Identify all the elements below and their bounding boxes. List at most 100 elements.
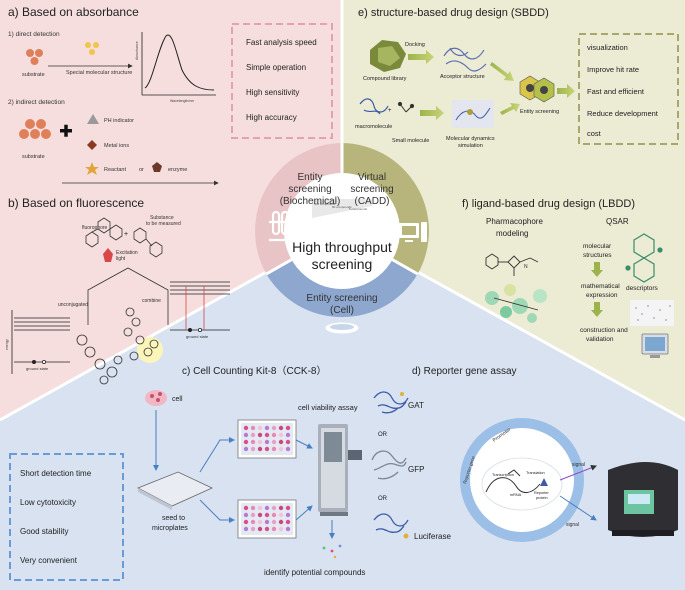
- substance-molecule-icon: [133, 227, 163, 258]
- combine-label: combine: [142, 298, 161, 304]
- well-dot: [271, 526, 277, 532]
- compound-library-icon: [370, 40, 406, 72]
- well-dot: [271, 519, 277, 525]
- well-dot: [257, 432, 263, 438]
- identify-compounds-label: identify potential compounds: [264, 568, 365, 577]
- well-dot: [264, 519, 270, 525]
- panel-e-f-background: [342, 0, 685, 420]
- arrow-icon: [295, 505, 313, 521]
- feature-item: Good stability: [20, 527, 68, 536]
- metal-ions-label: Metal ions: [104, 143, 129, 149]
- arrow-icon: [295, 439, 313, 449]
- compound-dots-icon: [322, 544, 342, 559]
- gfp-protein-icon: [371, 450, 407, 480]
- funnel-inset-icon: 500 compounds 50 compounds 5 compounds: [312, 199, 372, 218]
- panel-f-title: f) ligand-based drug design (LBDD): [462, 198, 635, 210]
- well-dot: [285, 505, 291, 511]
- molecular-structures-label: structures: [583, 252, 612, 259]
- well-dot: [285, 446, 291, 452]
- ring-label-biochemical: (Biochemical): [280, 196, 341, 207]
- seed-label: microplates: [152, 525, 188, 532]
- well-dot: [243, 519, 249, 525]
- well-dot: [285, 425, 291, 431]
- small-molecule-icon: [397, 101, 415, 113]
- ring-label-biochemical: Entity: [297, 172, 322, 183]
- well-dot: [257, 505, 263, 511]
- luminometer-icon: [608, 462, 678, 537]
- well-dot: [285, 439, 291, 445]
- acceptor-structure-label: Acceptor structure: [440, 74, 485, 80]
- reactant-label: Reactant: [104, 167, 126, 173]
- entity-screening-label: Entity screening: [520, 109, 559, 115]
- md-simulation-label: Molecular dynamics: [446, 136, 495, 142]
- feature-item: Low cytotoxicity: [20, 498, 76, 507]
- reactant-icon: [85, 162, 99, 175]
- macromolecule-label: macromolecule: [355, 124, 392, 130]
- arrow-icon: [591, 262, 603, 277]
- svg-text:500 compounds: 500 compounds: [314, 202, 336, 206]
- well-dot: [278, 432, 284, 438]
- pharmacophore-label: modeling: [496, 229, 528, 238]
- luciferase-label: Luciferase: [414, 532, 451, 541]
- entity-screening-icon: [519, 75, 555, 103]
- md-simulation-icon: [452, 100, 494, 128]
- well-dot: [257, 512, 263, 518]
- signal-label: signal: [572, 462, 585, 468]
- well-dot: [243, 512, 249, 518]
- pharmacophore-molecule-icon: N: [485, 253, 539, 276]
- lamp-icon: [103, 248, 113, 262]
- fluorophore-label: fluorophore: [82, 225, 108, 231]
- well-dot: [243, 439, 249, 445]
- cell-reporter-icon: [460, 418, 584, 542]
- well-dot: [250, 526, 256, 532]
- substrate-molecule-icon: [26, 49, 43, 65]
- absorbance-spectrum-plot: Absorbance Wavelength/nm: [135, 32, 216, 103]
- panel-b-title: b) Based on fluorescence: [8, 196, 144, 210]
- feature-item: cost: [587, 129, 602, 138]
- or-label: OR: [378, 432, 388, 438]
- well-dot: [264, 432, 270, 438]
- feature-item: High accuracy: [246, 113, 297, 122]
- enzyme-icon: [152, 162, 162, 172]
- signal-arrow: [559, 495, 597, 521]
- energy-level-diagram-right: [170, 281, 230, 332]
- sbdd-features-box: [578, 33, 679, 145]
- ph-indicator-label: PH indicator: [104, 118, 134, 124]
- feature-item: Fast and efficient: [587, 87, 645, 96]
- well-dot: [271, 446, 277, 452]
- ground-state-label: ground state: [186, 334, 209, 339]
- arrow-icon: [490, 62, 514, 81]
- ph-indicator-icon: [87, 114, 99, 124]
- macromolecule-icon: [359, 98, 389, 115]
- signal-arrow: [559, 465, 597, 481]
- absorbance-axis-label: Absorbance: [135, 41, 139, 60]
- well-dot: [264, 505, 270, 511]
- well-dot: [243, 425, 249, 431]
- feature-item: Very convenient: [20, 556, 78, 565]
- direct-detection-label: 1) direct detection: [8, 31, 60, 38]
- computer-icon: [641, 333, 669, 358]
- arrow-icon: [500, 103, 520, 115]
- pharmacophore-label: Pharmacophore: [486, 217, 543, 226]
- energy-branch-lines: [87, 267, 169, 325]
- well-dot: [243, 526, 249, 532]
- ground-state-label: ground state: [26, 366, 49, 371]
- plus-icon: +: [124, 231, 128, 238]
- ring-label-cadd: Virtual: [358, 172, 386, 183]
- well-dot: [278, 425, 284, 431]
- svg-text:5 compounds: 5 compounds: [349, 207, 368, 211]
- construction-label: validation: [586, 336, 614, 343]
- md-simulation-label: simulation: [458, 143, 483, 149]
- well-dot: [257, 425, 263, 431]
- well-dot: [271, 432, 277, 438]
- well-dot: [257, 526, 263, 532]
- fluorophore-molecule-icon: [85, 217, 123, 248]
- combined-molecule-icon: [123, 307, 163, 363]
- well-dot: [264, 446, 270, 452]
- absorbance-features-box: [231, 23, 333, 139]
- test-tubes-icon: [269, 210, 301, 242]
- well-dot: [250, 439, 256, 445]
- well-dot: [285, 432, 291, 438]
- computer-icon: [399, 222, 427, 242]
